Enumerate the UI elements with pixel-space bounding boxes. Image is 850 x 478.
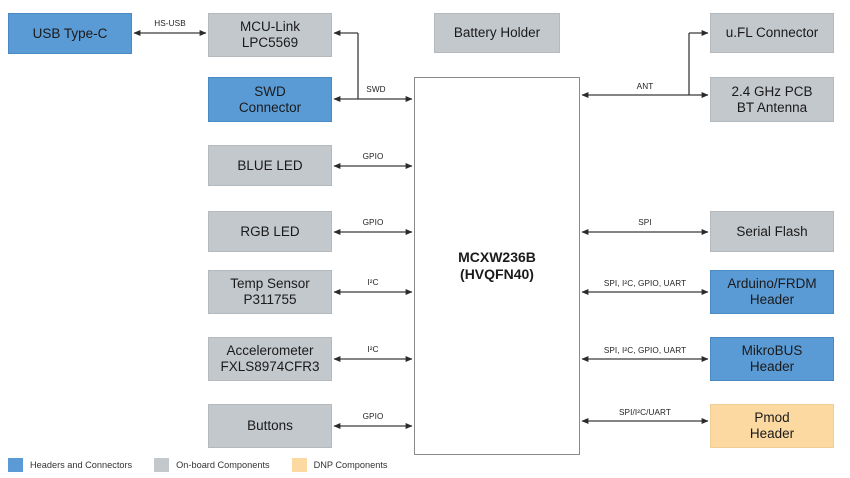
edge-label-gpio-rgb-led: GPIO: [362, 218, 384, 227]
block-pmod-header: Pmod Header: [710, 404, 834, 448]
edge-label-ant: ANT: [636, 82, 654, 91]
edge-label-swd: SWD: [366, 85, 386, 94]
block-blue-led: BLUE LED: [208, 145, 332, 186]
block-mcu-link: MCU-Link LPC5569: [208, 13, 332, 57]
legend-swatch-onboard-components: [154, 458, 170, 472]
block-ufl-connector: u.FL Connector: [710, 13, 834, 53]
block-buttons: Buttons: [208, 404, 332, 448]
legend-label-headers-connectors: Headers and Connectors: [30, 460, 133, 470]
legend-swatch-headers-connectors: [8, 458, 23, 472]
block-mikrobus-header: MikroBUS Header: [710, 337, 834, 381]
legend-item-onboard-components: On-board Components: [154, 458, 270, 472]
edge-label-gpio-blue-led: GPIO: [362, 152, 384, 161]
block-arduino-frdm-header: Arduino/FRDM Header: [710, 270, 834, 314]
edge-label-hs-usb: HS-USB: [154, 19, 186, 28]
edge-label-i2c-temp: I²C: [367, 278, 379, 287]
block-accelerometer: Accelerometer FXLS8974CFR3: [208, 337, 332, 381]
edge-label-i2c-accel: I²C: [367, 345, 379, 354]
block-serial-flash: Serial Flash: [710, 211, 834, 252]
legend-swatch-dnp-components: [291, 458, 307, 472]
block-battery-holder: Battery Holder: [434, 13, 560, 53]
legend-label-dnp-components: DNP Components: [313, 460, 388, 470]
edge-label-bus-pmod: SPI/I²C/UART: [619, 408, 671, 417]
block-bt-antenna: 2.4 GHz PCB BT Antenna: [710, 77, 834, 122]
legend-item-headers-connectors: Headers and Connectors: [8, 458, 132, 472]
edge-label-bus-mikrobus: SPI, I²C, GPIO, UART: [603, 346, 687, 355]
block-temp-sensor: Temp Sensor P311755: [208, 270, 332, 314]
edge-label-gpio-buttons: GPIO: [362, 412, 384, 421]
legend-label-onboard-components: On-board Components: [176, 460, 270, 470]
block-rgb-led: RGB LED: [208, 211, 332, 252]
block-usb-type-c: USB Type-C: [8, 13, 132, 54]
legend-item-dnp-components: DNP Components: [291, 458, 388, 472]
block-swd-connector: SWD Connector: [208, 77, 332, 122]
legend: Headers and Connectors On-board Componen…: [8, 458, 410, 472]
edge-label-spi-flash: SPI: [638, 218, 652, 227]
block-mcxw236b: MCXW236B (HVQFN40): [414, 77, 580, 455]
edge-label-bus-arduino: SPI, I²C, GPIO, UART: [603, 279, 687, 288]
